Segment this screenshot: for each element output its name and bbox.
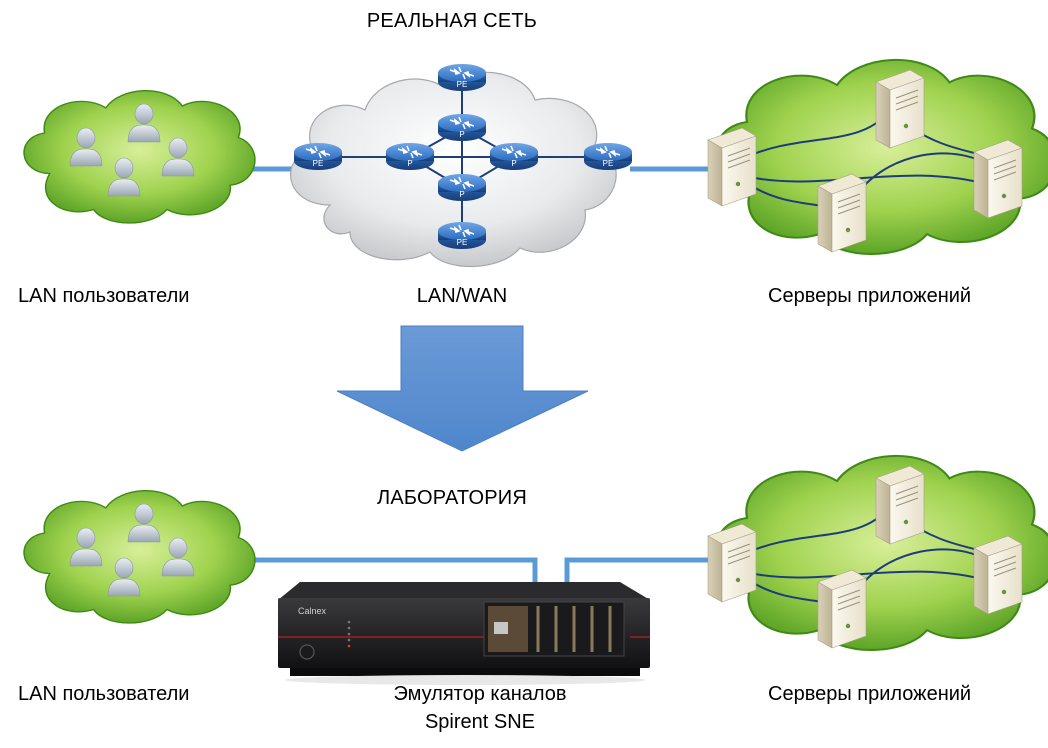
server-icon [817, 569, 867, 649]
server-icon [973, 139, 1023, 219]
router-icon: P [385, 142, 435, 171]
svg-text:P: P [459, 130, 464, 139]
router-icon: PE [437, 221, 487, 250]
router-icon: PE [437, 63, 487, 92]
server-icon [973, 535, 1023, 615]
router-icon: PE [293, 142, 343, 171]
emulator-label-line2: Spirent SNE [424, 711, 536, 733]
svg-text:Calnex: Calnex [298, 606, 327, 616]
svg-text:PE: PE [457, 238, 468, 247]
router-icon: PE [583, 142, 633, 171]
router-icon: P [437, 173, 487, 202]
lan-wan-label: LAN/WAN [416, 285, 508, 307]
server-icon [817, 173, 867, 253]
server-icon [707, 523, 757, 603]
server-icon [875, 465, 925, 545]
down-arrow-icon [336, 325, 589, 452]
app-servers-label-bottom: Серверы приложений [768, 683, 972, 705]
router-icon: P [489, 142, 539, 171]
network-emulator-device-icon: Calnex [278, 582, 650, 685]
lan-users-label-bottom: LAN пользователи [18, 683, 190, 705]
svg-text:P: P [511, 159, 516, 168]
svg-text:PE: PE [457, 80, 468, 89]
svg-text:PE: PE [313, 159, 324, 168]
svg-text:PE: PE [603, 159, 614, 168]
router-icon: P [437, 113, 487, 142]
wan-cloud [290, 71, 617, 268]
lab-title: ЛАБОРАТОРИЯ [377, 487, 527, 509]
server-icon [875, 69, 925, 149]
app-servers-label-top: Серверы приложений [768, 285, 972, 307]
emulator-label-line1: Эмулятор каналов [393, 683, 567, 705]
svg-text:P: P [459, 190, 464, 199]
svg-text:P: P [407, 159, 412, 168]
lan-users-label-top: LAN пользователи [18, 285, 190, 307]
server-icon [707, 127, 757, 207]
real-network-title: РЕАЛЬНАЯ СЕТЬ [366, 10, 538, 32]
